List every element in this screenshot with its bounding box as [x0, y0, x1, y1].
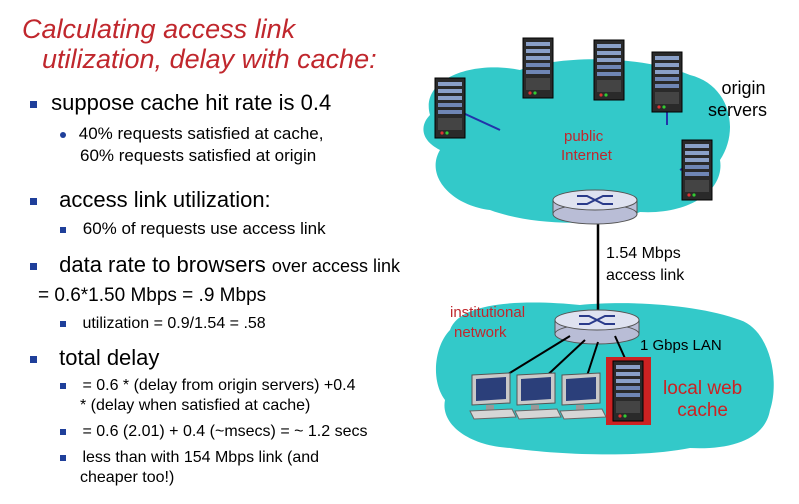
origin-server-icon: [681, 139, 713, 201]
client-pc-icon: [559, 372, 607, 420]
bullet-text: access link utilization:: [59, 187, 271, 212]
inst-label-line1: institutional: [450, 304, 526, 321]
internet-router-icon: [552, 189, 638, 225]
sub-bullet-text: 40% requests satisfied at cache,: [78, 124, 324, 143]
access-link-label-line2: access link: [606, 267, 685, 284]
sub-bullet-origin: 60% requests satisfied at origin: [80, 146, 317, 165]
sub-bullet-delay-formula: = 0.6 * (delay from origin servers) +0.4: [60, 377, 355, 395]
sub-bullet-requests: 60% of requests use access link: [60, 219, 326, 239]
origin-label-line1: origin: [721, 78, 766, 98]
institutional-network-label: institutional network: [450, 303, 525, 343]
bullet-square-icon: [30, 197, 37, 205]
client-pc-icon: [469, 372, 517, 420]
bullet-text: total delay: [59, 345, 160, 370]
client-pc-icon: [514, 372, 562, 420]
bullet-access-link-utilization: access link utilization:: [30, 187, 271, 213]
bullet-data-rate: data rate to browsers over access link: [30, 252, 400, 278]
title-line-2: utilization, delay with cache:: [42, 44, 377, 74]
sub-bullet-text: = 0.6 (2.01) + 0.4 (~msecs) = ~ 1.2 secs: [82, 423, 368, 440]
origin-server-icon: [651, 51, 683, 113]
bullet-text-tail: over access link: [271, 256, 400, 276]
access-link-label-line1: 1.54 Mbps: [606, 245, 681, 262]
origin-server-icon: [434, 77, 466, 139]
bullet-square-icon: [30, 355, 37, 363]
internet-label-line1: public: [564, 128, 604, 145]
institutional-router-icon: [554, 309, 640, 345]
internet-label-line2: Internet: [561, 147, 612, 164]
local-cache-server-icon: [606, 357, 651, 425]
bullet-square-icon: [30, 262, 37, 270]
sub-bullet-text: 60% of requests use access link: [82, 219, 326, 238]
origin-server-icon: [593, 39, 625, 101]
bullet-total-delay: total delay: [30, 345, 159, 371]
sub-bullet-text: less than with 154 Mbps link (and: [82, 449, 320, 466]
bullet-text: suppose cache hit rate is 0.4: [51, 90, 332, 115]
sub-bullet-comparison-cont: cheaper too!): [80, 469, 175, 486]
bullet-square-icon: [60, 226, 66, 233]
access-link-label: 1.54 Mbps access link: [606, 243, 684, 287]
bullet-square-icon: [60, 382, 66, 389]
origin-servers-label: origin servers: [708, 77, 767, 121]
sub-bullet-delay-formula-cont: * (delay when satisfied at cache): [80, 397, 311, 414]
bullet-square-icon: [60, 454, 66, 461]
bullet-cache-hit-rate: suppose cache hit rate is 0.4: [30, 90, 331, 116]
sub-bullet-cache: 40% requests satisfied at cache,: [60, 124, 323, 144]
origin-label-line2: servers: [708, 100, 768, 120]
sub-bullet-utilization: utilization = 0.9/1.54 = .58: [60, 315, 266, 333]
sub-bullet-text: = 0.6 * (delay from origin servers) +0.4: [82, 377, 356, 394]
sub-bullet-text: utilization = 0.9/1.54 = .58: [82, 315, 266, 332]
sub-bullet-delay-value: = 0.6 (2.01) + 0.4 (~msecs) = ~ 1.2 secs: [60, 423, 367, 441]
local-web-cache-label: local web cache: [663, 378, 742, 422]
bullet-square-icon: [60, 428, 66, 435]
bullet-square-icon: [60, 320, 66, 327]
inst-label-line2: network: [454, 324, 507, 341]
origin-server-icon: [522, 37, 554, 99]
sub-bullet-comparison: less than with 154 Mbps link (and: [60, 449, 319, 467]
title-line-1: Calculating access link: [22, 14, 296, 44]
lan-label: 1 Gbps LAN: [640, 337, 722, 354]
cache-label-line2: cache: [677, 400, 728, 421]
server-link-line: [462, 112, 501, 131]
bullet-dot-icon: [60, 131, 66, 138]
public-internet-label: public Internet: [561, 127, 612, 165]
data-rate-equation: = 0.6*1.50 Mbps = .9 Mbps: [38, 285, 267, 306]
cache-label-line1: local web: [663, 378, 743, 399]
bullet-text: data rate to browsers: [59, 252, 266, 277]
bullet-square-icon: [30, 100, 37, 108]
